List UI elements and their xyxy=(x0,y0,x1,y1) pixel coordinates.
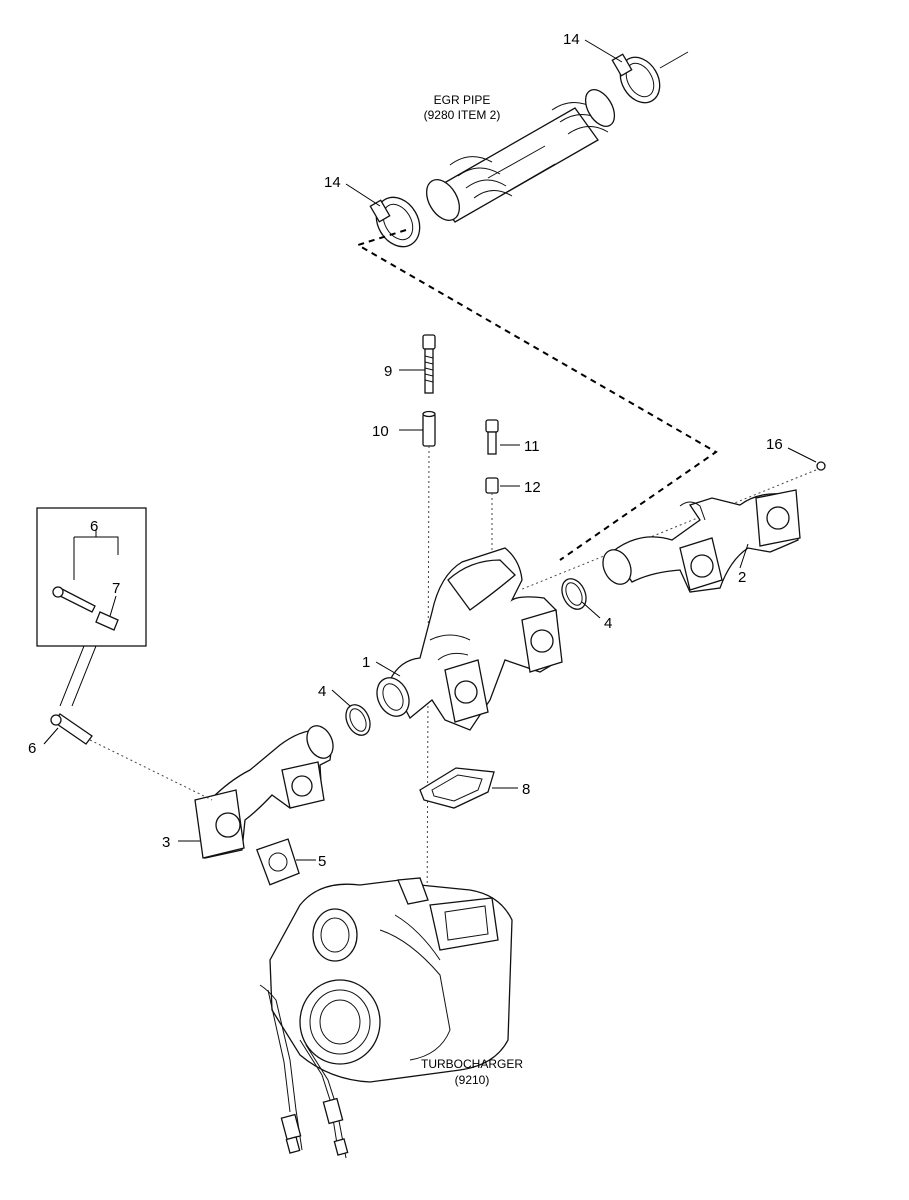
callout-11: 11 xyxy=(524,438,540,455)
caption-turbocharger: TURBOCHARGER xyxy=(421,1057,523,1071)
caption-turbocharger-ref: (9210) xyxy=(455,1073,490,1087)
clamp-14-top xyxy=(611,53,661,104)
gasket-4-left xyxy=(345,704,371,736)
callout-10: 10 xyxy=(372,423,389,440)
manifold-center-1 xyxy=(376,547,563,731)
plug-16 xyxy=(816,461,826,471)
spacer-10 xyxy=(422,410,436,447)
callout-2: 2 xyxy=(738,569,746,586)
inset-pointer xyxy=(59,645,97,707)
manifold-section-3 xyxy=(194,725,334,859)
callout-8: 8 xyxy=(522,781,530,798)
callout-12: 12 xyxy=(524,479,541,496)
clamp-14-left xyxy=(369,196,421,248)
callout-16: 16 xyxy=(766,436,783,453)
detail-inset xyxy=(36,507,147,647)
leader-lines xyxy=(43,39,817,861)
bolt-6-left xyxy=(50,713,93,745)
egr-pipe xyxy=(425,51,689,223)
callout-4-right: 4 xyxy=(604,615,612,632)
callout-1: 1 xyxy=(362,654,370,671)
spacer-12 xyxy=(485,477,499,494)
gasket-4-right xyxy=(561,578,587,610)
callout-7: 7 xyxy=(112,580,120,597)
gasket-5 xyxy=(256,838,300,886)
bolt-9 xyxy=(422,334,436,394)
turbocharger xyxy=(259,877,513,1159)
callout-6-left: 6 xyxy=(28,740,36,757)
callout-4-left: 4 xyxy=(318,683,326,700)
callout-5: 5 xyxy=(318,853,326,870)
bolt-9-centerline xyxy=(426,445,430,931)
callout-14-top: 14 xyxy=(563,31,580,48)
manifold-section-2 xyxy=(602,489,801,593)
callout-6-inset: 6 xyxy=(90,518,98,535)
callout-14-left: 14 xyxy=(324,174,341,191)
callout-3: 3 xyxy=(162,834,170,851)
bolt-11 xyxy=(485,419,499,455)
caption-egr-pipe: EGR PIPE xyxy=(434,93,491,107)
callout-9: 9 xyxy=(384,363,392,380)
egr-connection-line xyxy=(355,229,718,561)
bolt-6-axis-line xyxy=(89,739,213,801)
manifold-axis-line xyxy=(519,469,817,591)
gasket-8 xyxy=(419,767,495,809)
caption-egr-pipe-ref: (9280 ITEM 2) xyxy=(424,108,501,122)
